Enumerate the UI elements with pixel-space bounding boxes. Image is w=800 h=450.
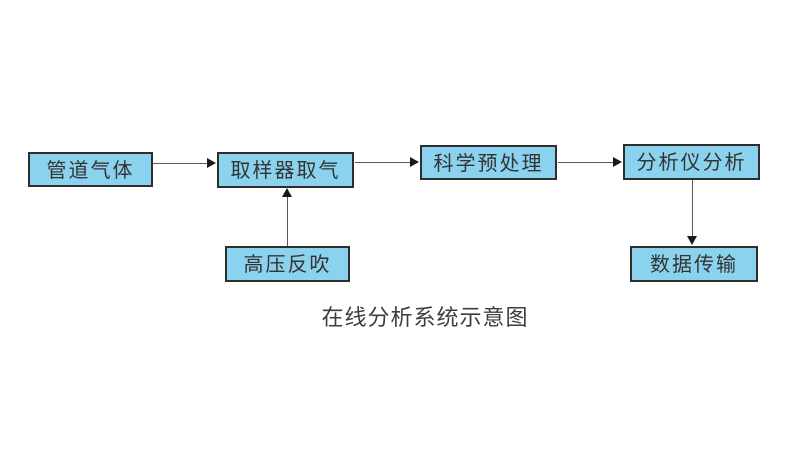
arrow-pipeline-to-sampler-head-icon [207,158,216,168]
arrow-backflush-to-sampler-line [287,197,288,246]
node-sampler: 取样器取气 [217,152,354,188]
arrow-sampler-to-pretreatment-line [355,162,411,163]
arrow-analyzer-to-data-line [692,180,693,237]
node-data-transmission: 数据传输 [630,246,758,282]
node-analyzer: 分析仪分析 [623,144,760,180]
arrow-backflush-to-sampler-head-icon [282,188,292,197]
arrow-pretreatment-to-analyzer-head-icon [613,157,622,167]
arrow-sampler-to-pretreatment-head-icon [410,157,419,167]
arrow-analyzer-to-data-head-icon [687,236,697,245]
arrow-pretreatment-to-analyzer-line [558,162,614,163]
node-backflush: 高压反吹 [225,246,350,282]
diagram-caption: 在线分析系统示意图 [321,306,529,331]
node-pretreatment: 科学预处理 [420,145,557,180]
arrow-pipeline-to-sampler-line [153,163,208,164]
node-pipeline-gas: 管道气体 [28,152,153,187]
